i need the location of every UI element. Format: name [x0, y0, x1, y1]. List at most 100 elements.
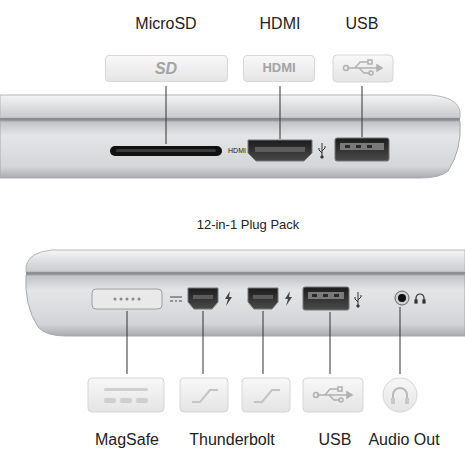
usb-plug — [355, 62, 368, 68]
usb-plug — [369, 71, 373, 75]
leader-line — [263, 311, 264, 374]
port-marking: HDMI — [228, 147, 246, 155]
leader-line — [166, 86, 167, 144]
magsafe-port — [92, 289, 162, 309]
usb-symbol — [325, 146, 326, 148]
microsd-slot — [116, 149, 216, 152]
leader-line — [280, 86, 281, 139]
magsafe-plug — [88, 378, 164, 412]
thunderbolt-plug — [180, 378, 228, 412]
usb-plug — [314, 393, 319, 398]
caption-text: 12-in-1 Plug Pack — [197, 218, 300, 232]
thunderbolt-symbol — [285, 291, 292, 306]
port-name: Audio Out — [368, 431, 439, 449]
leader-line — [166, 86, 362, 144]
usb-port — [345, 145, 350, 148]
usb-plug — [325, 389, 338, 395]
thunderbolt-port — [193, 295, 213, 299]
microsd-plug: SD — [105, 55, 228, 82]
magsafe-plug — [120, 398, 132, 403]
plug-marking: HDMI — [262, 61, 295, 75]
usb-symbol — [355, 297, 356, 299]
magsafe-port — [138, 298, 141, 301]
thunderbolt-plug — [254, 390, 280, 402]
usb-plug — [344, 60, 383, 75]
power-symbol — [179, 301, 182, 302]
thunderbolt-port — [248, 288, 278, 309]
laptop-side-bottom — [26, 250, 465, 336]
hdmi-port — [255, 147, 305, 152]
port-name: USB — [319, 431, 352, 449]
port-name: Thunderbolt — [189, 431, 274, 449]
audio-jack — [395, 291, 409, 305]
leader-line — [362, 86, 363, 137]
port-name: MicroSD — [135, 15, 196, 33]
usb-symbol — [357, 305, 359, 307]
usb-plug — [377, 65, 382, 71]
plug-marking: SD — [155, 60, 177, 78]
usb-symbol — [358, 297, 361, 300]
usb-plug — [303, 378, 363, 412]
power-symbol — [170, 301, 173, 302]
audio-plug — [383, 378, 417, 412]
hdmi-plug: HDMI — [243, 55, 315, 82]
magsafe-port — [120, 298, 123, 301]
magsafe-plug — [104, 388, 148, 391]
magsafe-plug — [136, 398, 148, 403]
usb-symbol — [319, 150, 322, 153]
thunderbolt-symbol — [225, 291, 292, 306]
leader-line — [330, 312, 331, 374]
usb-symbol — [361, 295, 362, 297]
magsafe-plug — [88, 378, 164, 412]
usb-symbol — [355, 292, 361, 307]
magsafe-port — [92, 289, 162, 309]
microsd-slot — [110, 146, 222, 156]
headphone-symbol — [415, 300, 417, 303]
thunderbolt-plug — [242, 378, 290, 412]
magsafe-port — [114, 298, 117, 301]
hdmi-port — [248, 140, 312, 161]
thunderbolt-plug — [192, 390, 218, 402]
thunderbolt-symbol — [225, 291, 232, 306]
port-name: HDMI — [260, 15, 301, 33]
thunderbolt-port — [188, 288, 218, 309]
usb-plug — [339, 398, 343, 402]
usb-plug — [347, 392, 352, 398]
usb-symbol — [322, 148, 325, 151]
usb-plug — [347, 67, 377, 69]
usb-symbol — [319, 148, 320, 150]
usb-port — [340, 143, 384, 150]
usb-port — [334, 294, 339, 297]
usb-plug — [333, 55, 393, 82]
usb-port — [323, 294, 328, 297]
usb-plug — [333, 55, 393, 82]
leader-line — [400, 307, 401, 374]
power-symbol — [170, 297, 182, 301]
usb-symbol — [355, 299, 358, 302]
usb-symbol — [321, 156, 323, 158]
usb-port — [308, 292, 344, 299]
usb-symbol — [319, 143, 325, 158]
audio-jack — [398, 294, 406, 302]
usb-plug — [303, 378, 363, 412]
thunderbolt-plug — [180, 378, 290, 412]
audio-plug — [391, 388, 409, 404]
usb-port — [335, 138, 389, 161]
audio-plug — [391, 398, 395, 404]
hdmi-port — [248, 140, 312, 161]
laptop-side-bottom — [26, 275, 465, 336]
usb-port — [303, 287, 349, 310]
audio-plug — [383, 378, 417, 412]
thunderbolt-port — [188, 288, 278, 309]
usb-plug — [359, 68, 369, 73]
headphone-symbol — [415, 294, 425, 303]
usb-plug — [314, 387, 353, 402]
port-name: MagSafe — [95, 431, 159, 449]
usb-plug — [317, 394, 347, 396]
magsafe-port — [126, 298, 129, 301]
magsafe-port — [132, 298, 135, 301]
usb-port — [356, 145, 361, 148]
